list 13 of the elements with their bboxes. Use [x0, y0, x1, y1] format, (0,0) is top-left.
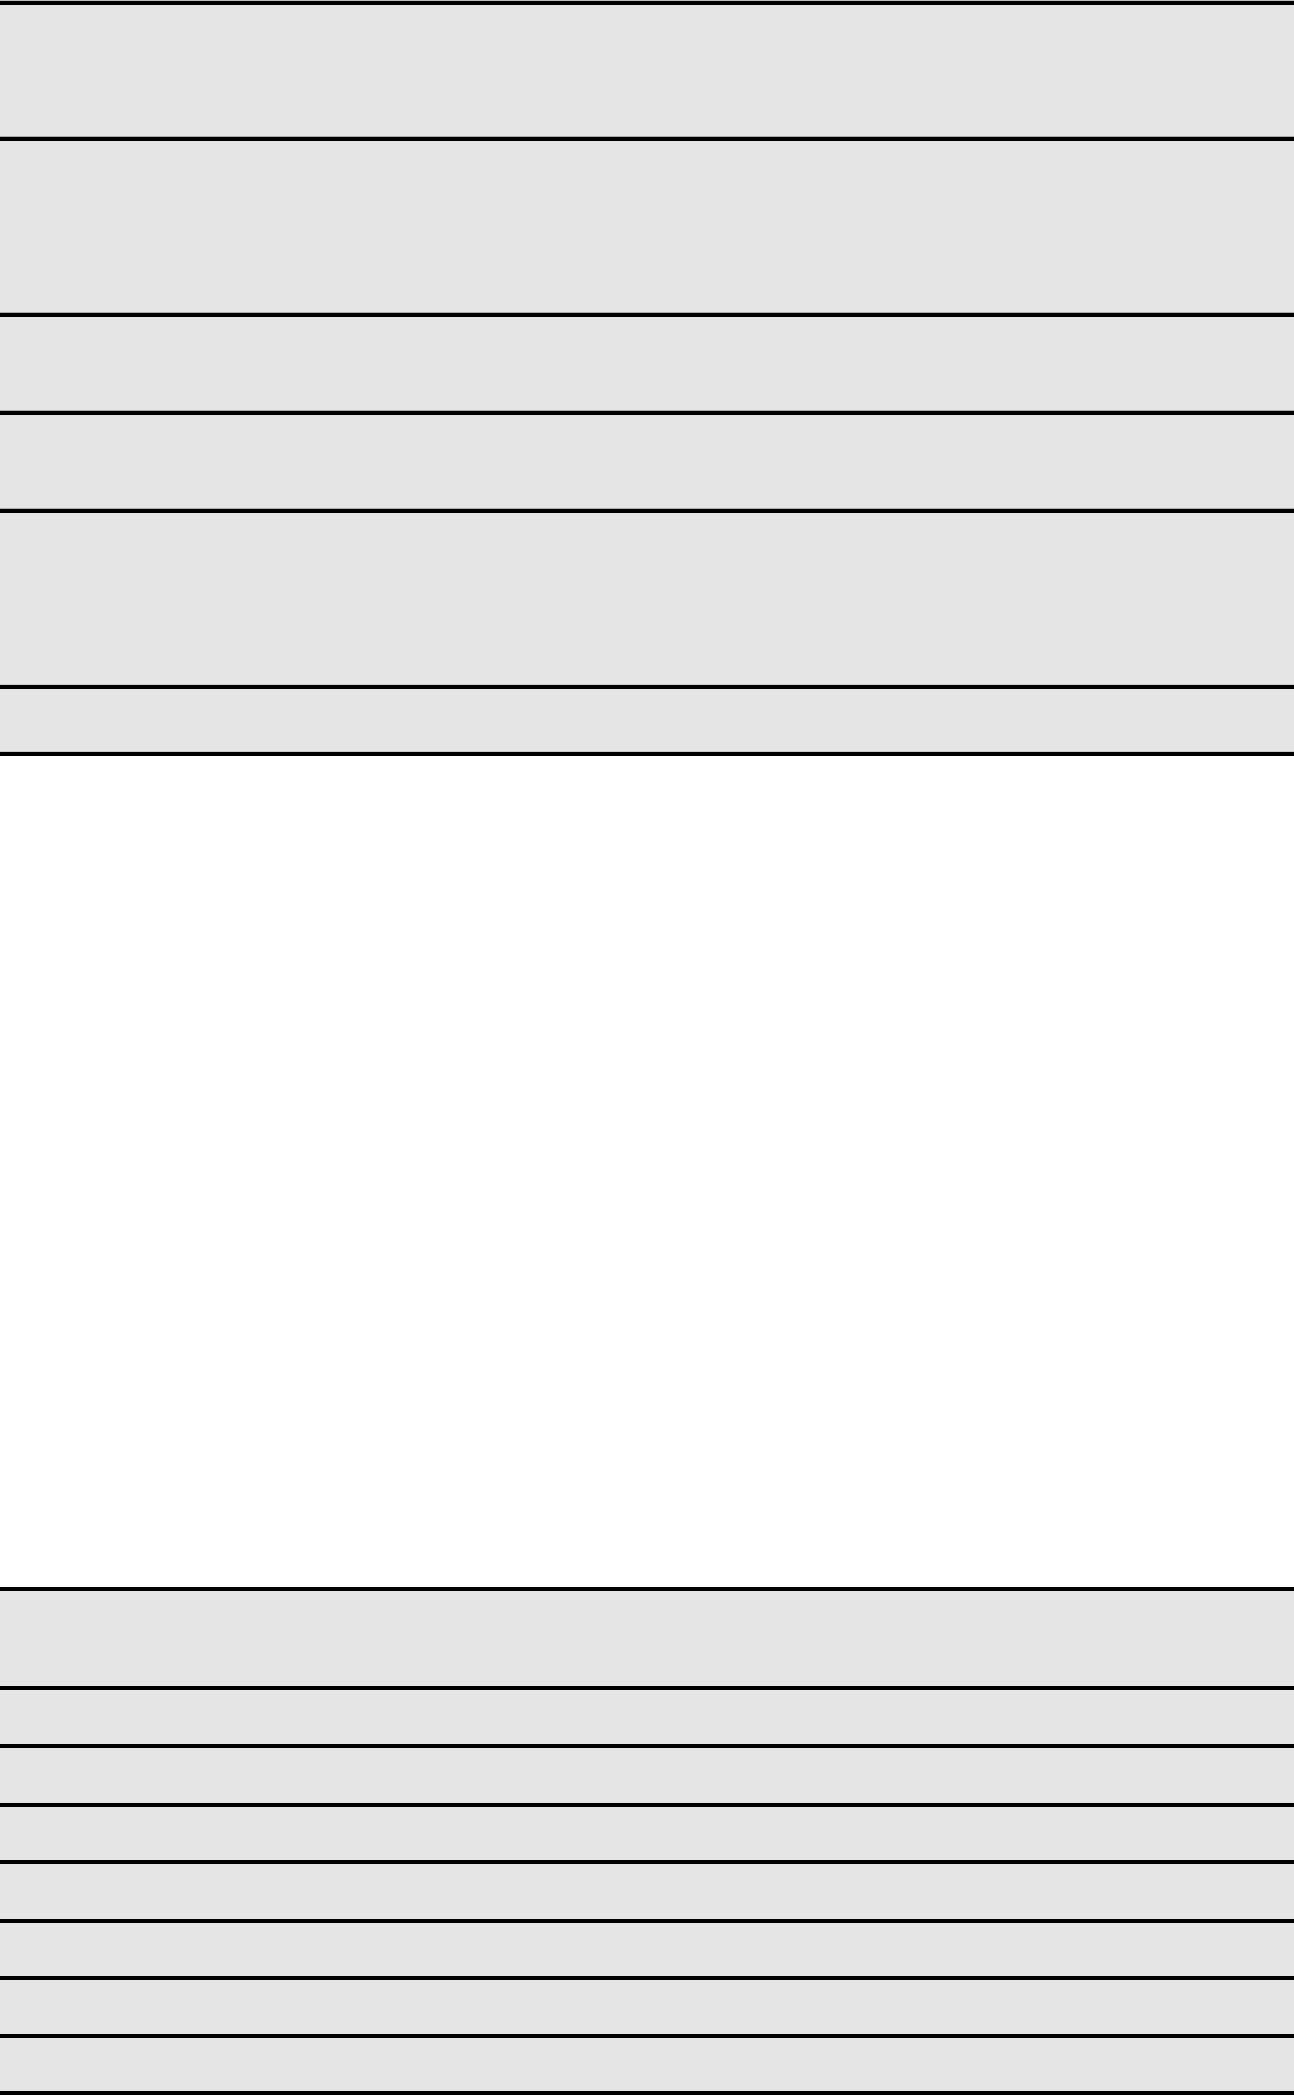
table-row [0, 1746, 1294, 1805]
table-row [0, 1589, 1294, 1688]
table-row [0, 2, 1294, 139]
table-row [0, 2036, 1294, 2093]
table-row [0, 1921, 1294, 1978]
table-row [0, 138, 1294, 315]
table-row [0, 1978, 1294, 2036]
table-row [0, 1805, 1294, 1862]
table-row [0, 412, 1294, 511]
table-row [0, 1688, 1294, 1746]
table-row [0, 686, 1294, 754]
table-row [0, 314, 1294, 413]
table-row [0, 1862, 1294, 1921]
